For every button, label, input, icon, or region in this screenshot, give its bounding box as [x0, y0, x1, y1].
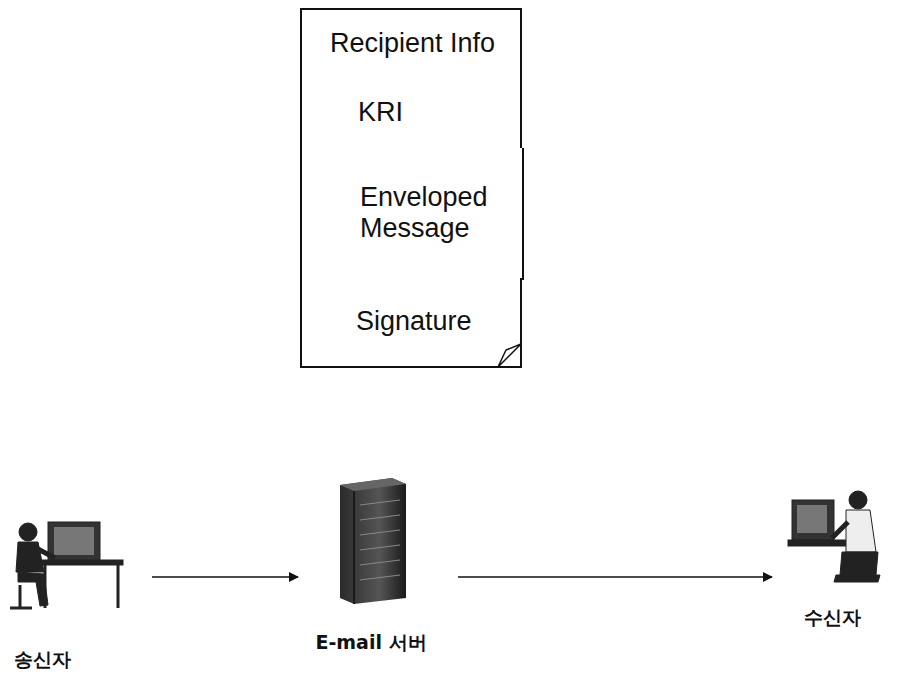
- legs: [18, 572, 48, 606]
- signature-field: Signature: [300, 278, 522, 368]
- monitor: [48, 522, 100, 562]
- head: [19, 523, 37, 541]
- monitor-screen: [797, 505, 827, 533]
- server-tower: [340, 478, 406, 604]
- server-top: [340, 478, 406, 491]
- torso: [846, 510, 876, 552]
- flow-arrow: [458, 576, 772, 578]
- head: [849, 491, 867, 509]
- actor-label: 수신자: [804, 605, 861, 631]
- message-field: KRI: [300, 78, 522, 150]
- monitor: [792, 500, 834, 540]
- server-actor: E-mail 서버: [302, 470, 440, 656]
- desk-top: [38, 560, 123, 565]
- sender-figure: [10, 522, 123, 608]
- chair: [834, 575, 880, 582]
- arm: [832, 522, 848, 538]
- receiver-figure: [788, 491, 880, 582]
- chair: [19, 585, 22, 608]
- server-edge: [353, 491, 355, 604]
- field-label: Recipient Info: [330, 28, 495, 59]
- flow-arrow: [152, 576, 298, 578]
- message-field: Enveloped Message: [300, 148, 524, 280]
- field-label: Enveloped Message: [360, 182, 516, 244]
- field-label: KRI: [358, 97, 403, 128]
- desk-leg: [117, 565, 120, 608]
- sender-actor: 송신자: [6, 515, 134, 673]
- message-field: Recipient Info: [300, 8, 522, 80]
- desk-top: [788, 540, 850, 546]
- legs: [840, 552, 878, 575]
- desk-leg: [44, 565, 47, 608]
- field-label: Signature: [356, 306, 472, 337]
- arm: [36, 548, 55, 558]
- chair-base: [10, 607, 32, 610]
- receiver-actor: 수신자: [776, 485, 888, 631]
- monitor-screen: [54, 527, 94, 555]
- server-figure: [340, 478, 406, 604]
- actor-label: 송신자: [14, 647, 71, 673]
- actor-label: E-mail 서버: [315, 630, 426, 656]
- torso: [16, 542, 44, 572]
